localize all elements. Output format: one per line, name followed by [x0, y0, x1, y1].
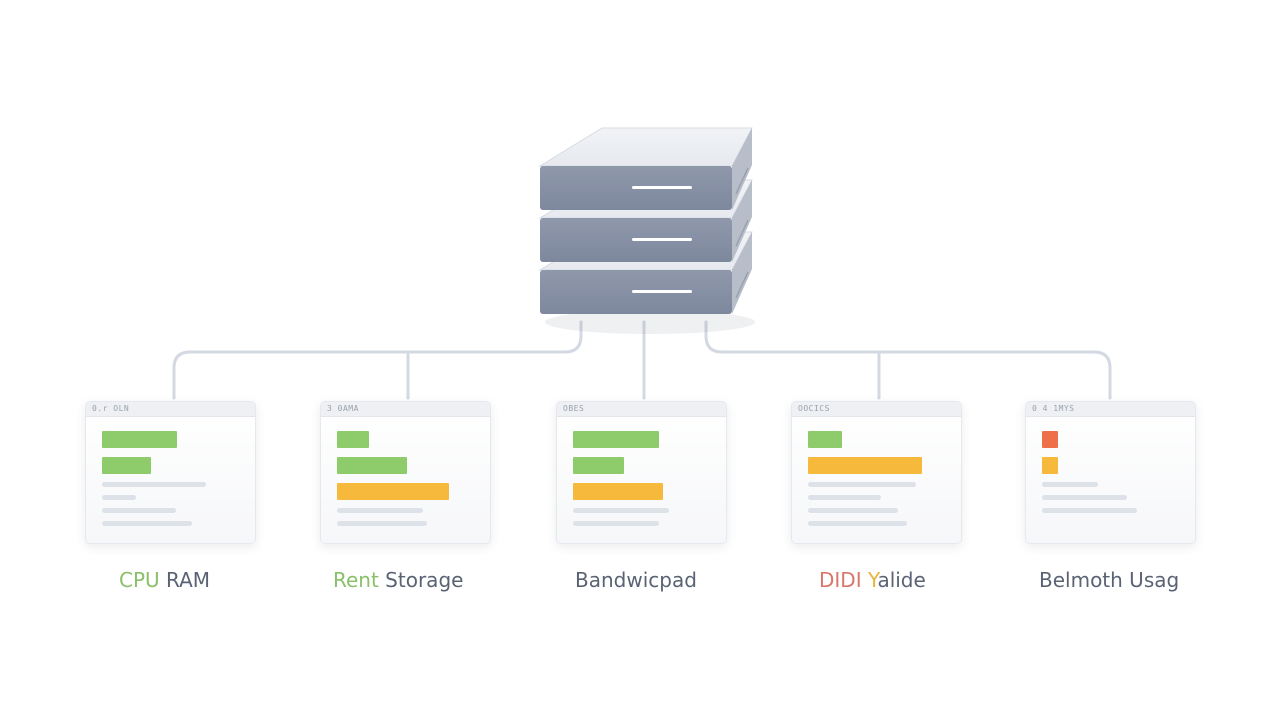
text-placeholder-line: [573, 521, 659, 526]
card-label-accent: CPU: [119, 568, 160, 592]
text-placeholder-line: [808, 495, 881, 500]
usage-bar: [337, 457, 407, 474]
usage-bar: [337, 431, 369, 448]
text-placeholder-line: [337, 508, 423, 513]
card-header: OOCICS: [792, 402, 961, 417]
card-label-4: DIDI Yalide: [819, 566, 926, 594]
usage-bar: [337, 483, 449, 500]
server-unit-slot: [632, 238, 692, 241]
metric-card-3: OBES: [556, 401, 727, 544]
card-label-2: Rent Storage: [333, 566, 463, 594]
card-label-text: Storage: [378, 568, 464, 592]
connector-left: [172, 320, 583, 400]
text-placeholder-line: [102, 482, 206, 487]
server-unit-side: [732, 180, 752, 262]
card-header: 0 4 1MYS: [1026, 402, 1195, 417]
usage-bar: [573, 457, 624, 474]
metric-card-5: 0 4 1MYS: [1025, 401, 1196, 544]
usage-bar: [1042, 431, 1058, 448]
card-label-accent: Rent: [333, 568, 379, 592]
usage-bar: [102, 431, 177, 448]
card-label-5: Belmoth Usag: [1039, 566, 1179, 594]
server-unit-top: [538, 127, 753, 167]
metric-card-1: 0.r OLN: [85, 401, 256, 544]
text-placeholder-line: [1042, 482, 1098, 487]
card-label-accent: DIDI: [819, 568, 862, 592]
card-header: 0.r OLN: [86, 402, 255, 417]
card-label-1: CPU RAM: [119, 566, 210, 594]
metric-card-4: OOCICS: [791, 401, 962, 544]
text-placeholder-line: [102, 495, 136, 500]
server-unit-vent: [735, 167, 749, 195]
server-unit-slot: [632, 290, 692, 293]
text-placeholder-line: [808, 482, 916, 487]
usage-bar: [573, 483, 663, 500]
card-label-text: alide: [877, 568, 926, 592]
usage-bar: [102, 457, 151, 474]
card-header: 3 0AMA: [321, 402, 490, 417]
server-unit-side: [732, 232, 752, 314]
card-label-3: Bandwicpad: [575, 566, 697, 594]
card-label-text: RAM: [159, 568, 211, 592]
server-unit-side: [732, 128, 752, 210]
server-unit-1: [538, 127, 753, 210]
connector-right: [704, 320, 1112, 400]
server-shadow: [545, 310, 755, 334]
card-label-text: Bandwicpad: [575, 568, 697, 592]
metric-card-2: 3 0AMA: [320, 401, 491, 544]
text-placeholder-line: [102, 508, 176, 513]
text-placeholder-line: [808, 521, 907, 526]
text-placeholder-line: [808, 508, 898, 513]
card-header: OBES: [557, 402, 726, 417]
card-label-accent-2: Y: [861, 568, 878, 592]
server-unit-slot: [632, 186, 692, 189]
text-placeholder-line: [1042, 508, 1137, 513]
usage-bar: [1042, 457, 1058, 474]
server-rack-icon: [538, 127, 755, 334]
usage-bar: [808, 431, 842, 448]
text-placeholder-line: [102, 521, 192, 526]
server-unit-vent: [735, 219, 749, 247]
usage-bar: [808, 457, 922, 474]
usage-bar: [573, 431, 659, 448]
text-placeholder-line: [573, 508, 669, 513]
server-unit-vent: [735, 271, 749, 299]
text-placeholder-line: [1042, 495, 1127, 500]
card-label-text: Belmoth Usag: [1039, 568, 1180, 592]
text-placeholder-line: [337, 521, 427, 526]
